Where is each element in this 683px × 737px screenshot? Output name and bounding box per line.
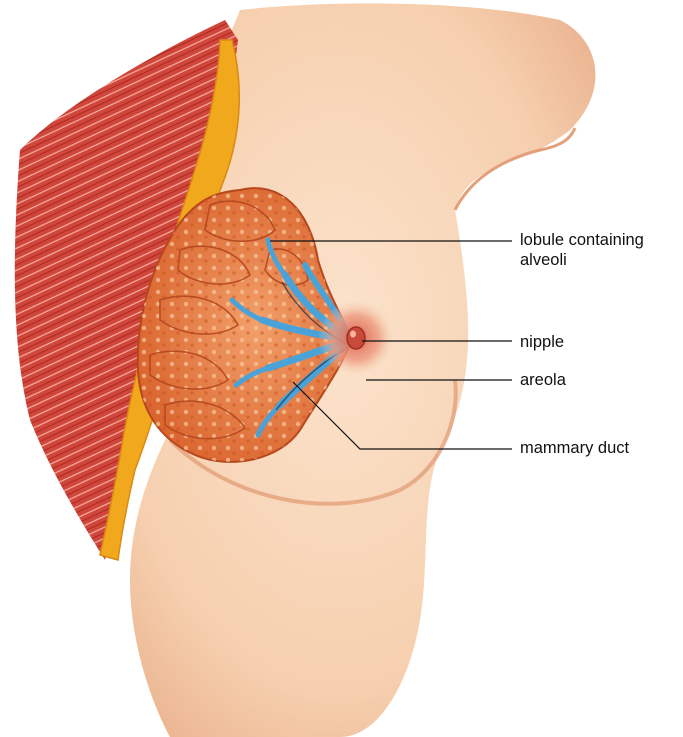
label-nipple: nipple (520, 332, 564, 352)
label-mammary-duct: mammary duct (520, 438, 629, 458)
nipple (347, 327, 365, 349)
label-lobule-line2: alveoli (520, 250, 644, 270)
label-lobule-containing-alveoli: lobule containing alveoli (520, 230, 644, 270)
nipple-highlight (350, 331, 356, 338)
label-lobule-line1: lobule containing (520, 230, 644, 250)
label-areola: areola (520, 370, 566, 390)
